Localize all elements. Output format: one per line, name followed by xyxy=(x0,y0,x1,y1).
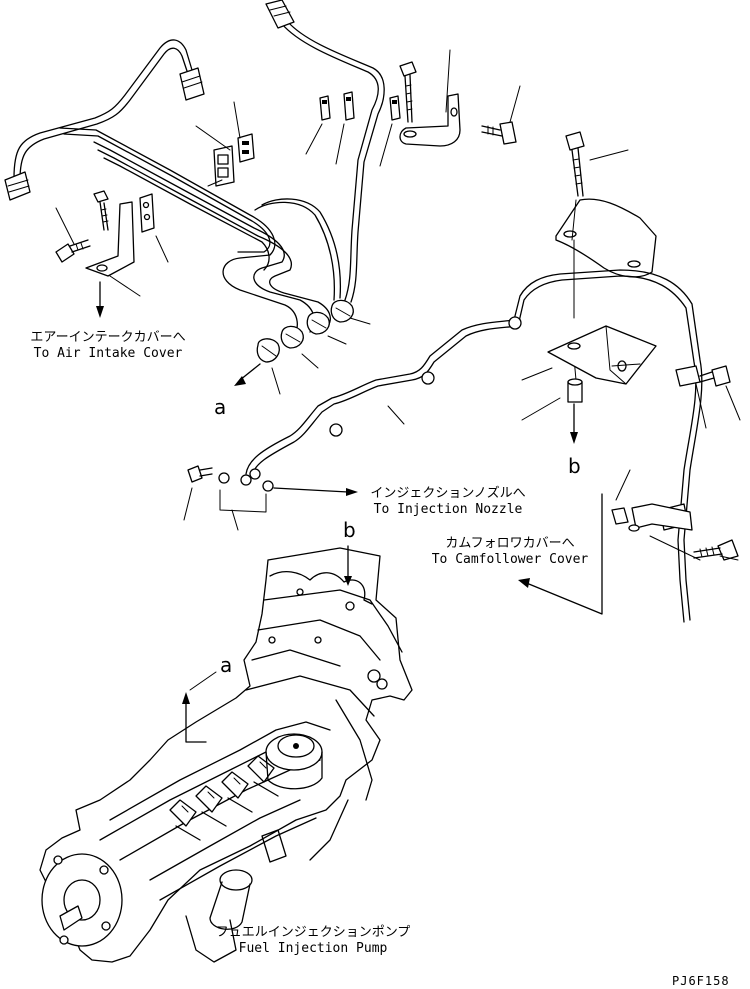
right-pipe-assembly xyxy=(245,131,741,623)
pipe-clamp-parts-top xyxy=(234,49,521,395)
ref-letter-b-bottom: b xyxy=(343,518,356,542)
injection-pipe-bundle xyxy=(4,0,385,363)
camfollower-label-jp: カムフォロワカバーへ xyxy=(445,536,575,551)
air-intake-label-jp: エアーインテークカバーへ xyxy=(30,330,186,345)
ref-letter-a-bottom: a xyxy=(220,653,233,677)
fuel-injection-pump xyxy=(39,545,413,963)
fuel-injection-pump-label-en: Fuel Injection Pump xyxy=(238,941,388,956)
fuel-injection-pump-label-jp: フュエルインジェクションポンプ xyxy=(215,925,411,940)
pipe-clamp-parts-left xyxy=(55,101,255,318)
injection-nozzle-label-jp: インジェクションノズルへ xyxy=(370,486,526,501)
camfollower-label-en: To Camfollower Cover xyxy=(431,552,589,567)
air-intake-label-en: To Air Intake Cover xyxy=(33,346,183,361)
leak-off-fittings xyxy=(183,465,603,615)
ref-letter-b-right: b xyxy=(568,454,581,478)
part-id-code: PJ6F158 xyxy=(672,974,730,988)
ref-letter-a-top: a xyxy=(214,395,227,419)
injection-nozzle-label-en: To Injection Nozzle xyxy=(373,502,523,517)
